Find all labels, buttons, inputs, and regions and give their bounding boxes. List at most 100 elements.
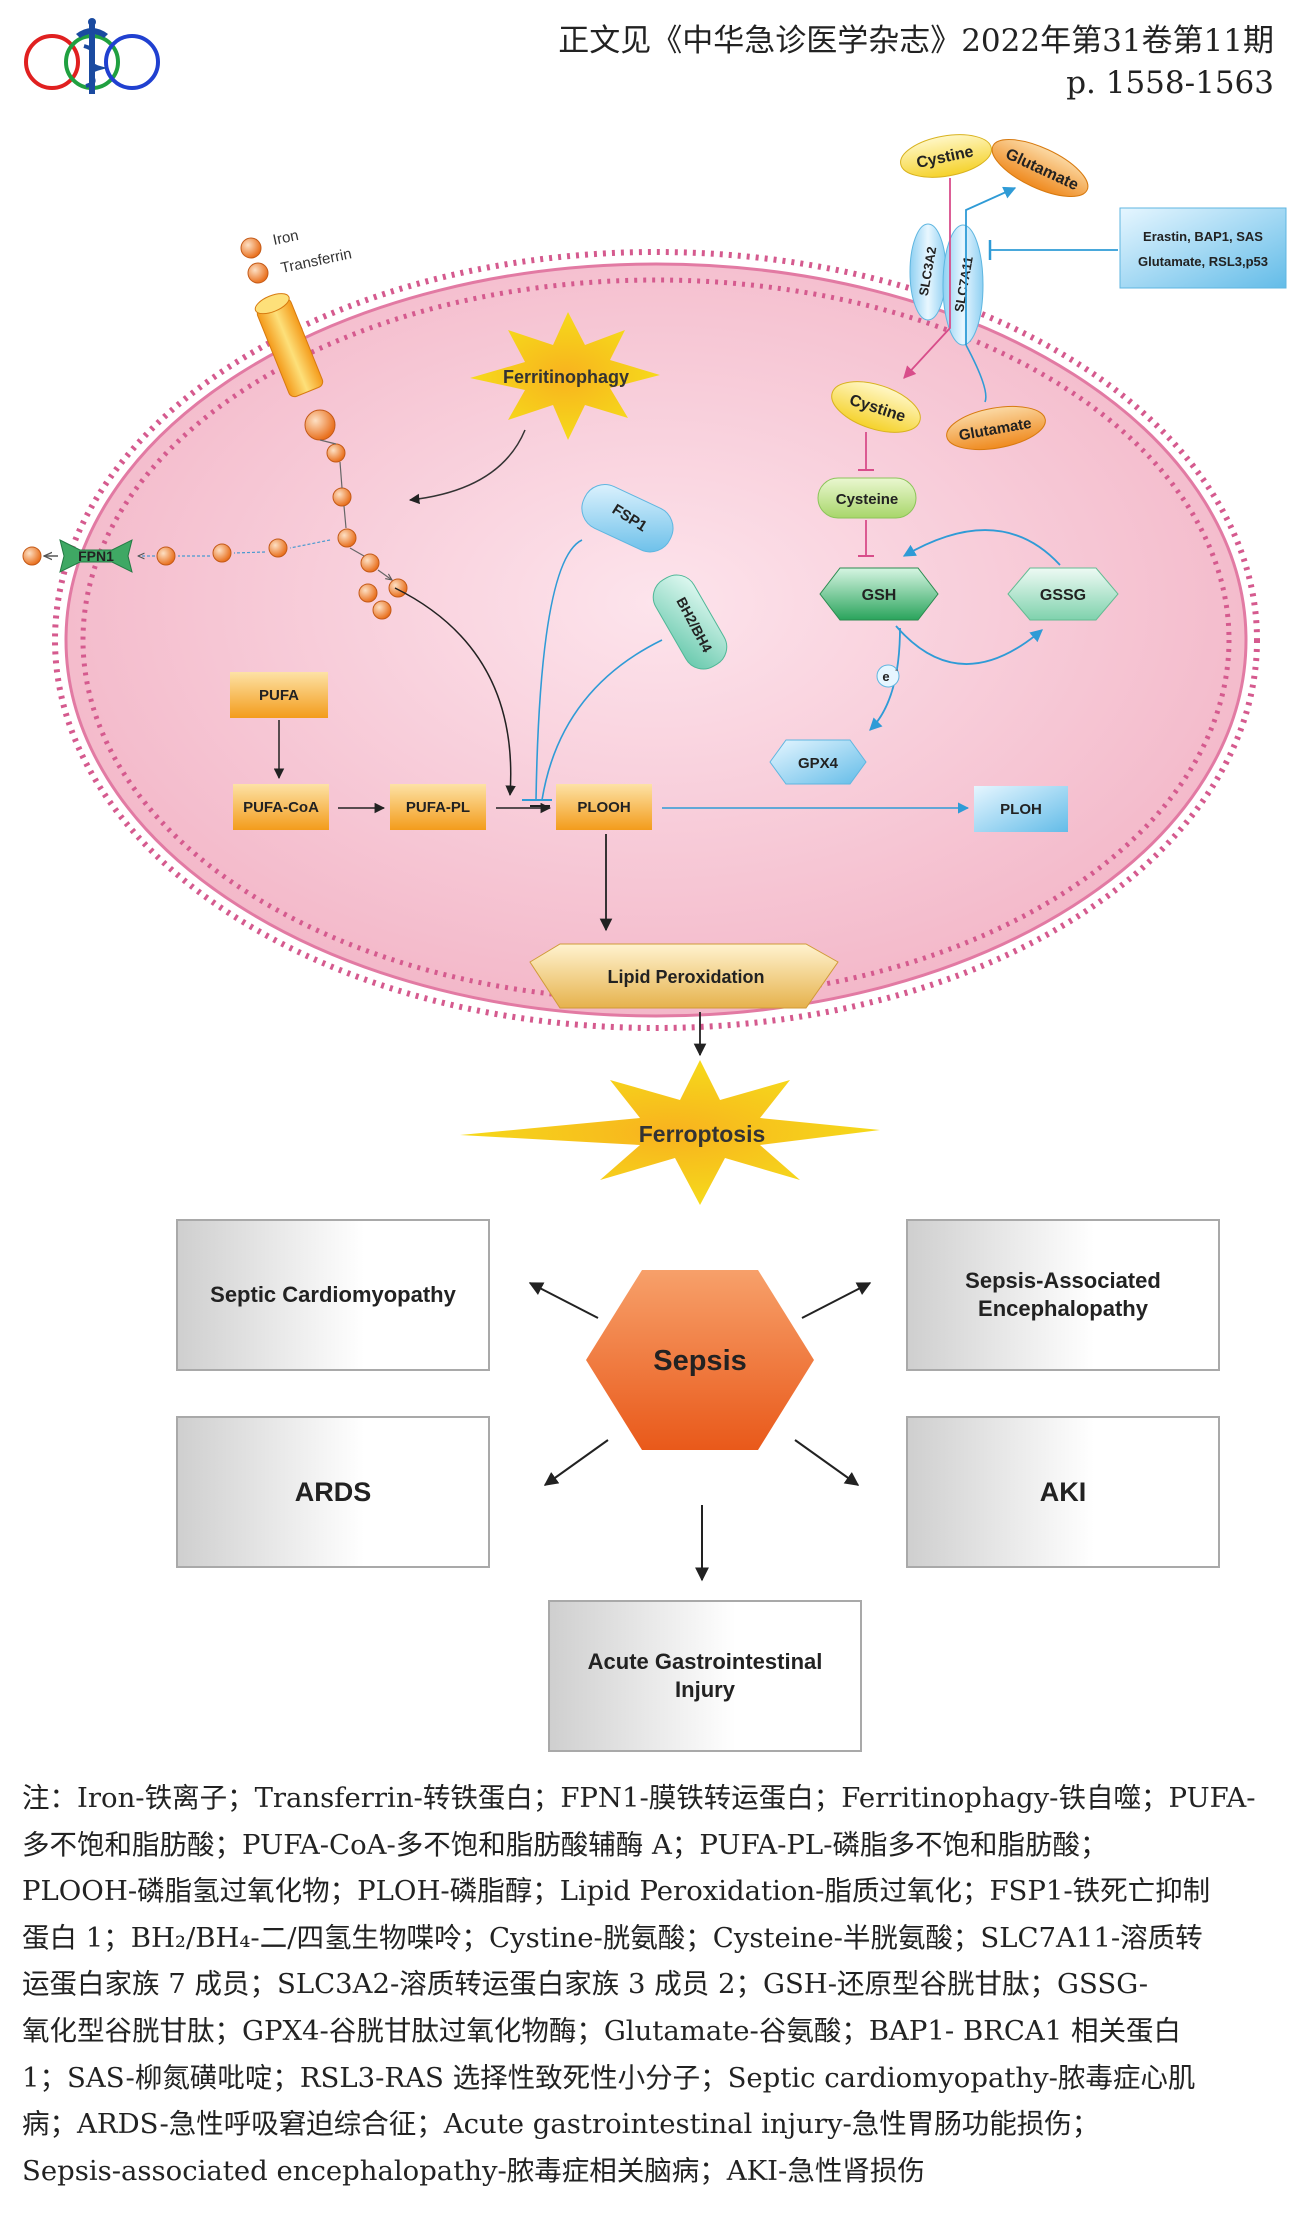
iron-ball	[372, 600, 392, 620]
cystine-out-shape	[900, 134, 992, 178]
cell-body	[64, 262, 1248, 1018]
ploh-box	[974, 786, 1068, 832]
iron-export-path	[138, 539, 331, 556]
cysteine-label: Cysteine	[836, 491, 899, 508]
sepsis-associated-encephalopathy-box: Sepsis-Associated Encephalopathy	[906, 1219, 1220, 1371]
iron-ball	[304, 409, 336, 441]
transferrin-label: Transferrin	[279, 245, 353, 277]
journal-header: 正文见《中华急诊医学杂志》2022年第31卷第11期 p. 1558-1563	[558, 20, 1274, 104]
bh2-bh4-shape	[652, 574, 728, 670]
note-line: 1；SAS-柳氮磺吡啶；RSL3-RAS 选择性致死性小分子；Septic ca…	[22, 2061, 1196, 2094]
electron-shape	[876, 664, 900, 688]
inhibitors-line2: Glutamate, RSL3,p53	[1138, 254, 1268, 269]
iron-ball	[247, 262, 269, 284]
iron-ball	[156, 546, 176, 566]
iron-ball	[326, 443, 346, 463]
fpn1-transporter: FPN1	[59, 539, 133, 573]
iron-ball	[358, 583, 378, 603]
fpn1-label: FPN1	[78, 548, 114, 564]
cysteine-shape	[817, 477, 917, 519]
glutamate-export-arrow	[965, 186, 1017, 345]
gssg-label: GSSG	[1040, 587, 1086, 604]
agi-label-line1: Acute Gastrointestinal	[587, 1649, 823, 1674]
slc7a11-shape	[942, 224, 984, 346]
sae-label-line1: Sepsis-Associated	[965, 1268, 1161, 1293]
ards-label: ARDS	[294, 1476, 372, 1507]
pufa-pl-box	[390, 784, 486, 830]
fsp1-inhibit-line	[535, 539, 583, 801]
septic-cardiomyopathy-label: Septic Cardiomyopathy	[210, 1282, 456, 1307]
arrow-to-aki	[794, 1439, 860, 1486]
note-line: Sepsis-associated encephalopathy-脓毒症相关脑病…	[22, 2154, 925, 2187]
iron-ball	[212, 543, 232, 563]
gsh-shape	[819, 567, 939, 621]
electron-sup: -	[895, 665, 898, 676]
ferritinophagy-star	[470, 312, 660, 440]
glutamate-out-shape	[991, 139, 1089, 197]
iron-ball	[332, 487, 352, 507]
arrow-to-sae	[801, 1282, 872, 1319]
fsp1-shape	[581, 484, 674, 553]
lipid-peroxidation-shape	[529, 943, 839, 1009]
journal-citation: 正文见《中华急诊医学杂志》2022年第31卷第11期	[558, 23, 1274, 59]
ferroptosis-sepsis-diagram: Iron Transferrin FPN1 Ferritinophagy FSP…	[22, 134, 1287, 1582]
cystine-import-arrow	[903, 178, 951, 379]
journal-logo	[24, 18, 160, 94]
sepsis-hexagon	[586, 1270, 814, 1450]
gssg-to-gsh-arrow	[902, 529, 1061, 566]
iron-ball	[388, 578, 408, 598]
inhibitors-line1: Erastin, BAP1, SAS	[1143, 229, 1263, 244]
sae-label-line2: Encephalopathy	[978, 1296, 1148, 1321]
septic-cardiomyopathy-box: Septic Cardiomyopathy	[176, 1219, 490, 1371]
transferrin-receptor	[254, 293, 324, 398]
note-line: PLOOH-磷脂氢过氧化物；PLOH-磷脂醇；Lipid Peroxidatio…	[22, 1875, 1211, 1908]
inhibitors-box	[1119, 207, 1287, 289]
ploh-label: PLOH	[1000, 801, 1042, 818]
sepsis-label: Sepsis	[653, 1345, 747, 1377]
iron-ball	[240, 237, 262, 259]
arrow-to-cardiomyopathy	[528, 1282, 599, 1319]
plooh-box	[556, 784, 652, 830]
aki-label: AKI	[1039, 1476, 1087, 1507]
pufa-label: PUFA	[259, 687, 299, 704]
iron-ball	[360, 553, 380, 573]
ferritinophagy-arrow	[408, 429, 526, 505]
ferritinophagy-label: Ferritinophagy	[503, 367, 629, 387]
gpx4-label: GPX4	[798, 755, 839, 772]
lipid-peroxidation-label: Lipid Peroxidation	[607, 967, 764, 987]
arrow-to-ards	[543, 1439, 609, 1486]
plooh-label: PLOOH	[577, 799, 630, 816]
gsh-to-gssg-arrow	[895, 625, 1043, 665]
pufa-coa-box	[233, 784, 329, 830]
note-line: 蛋白 1；BH₂/BH₄-二/四氢生物喋呤；Cystine-胱氨酸；Cystei…	[22, 1921, 1203, 1954]
note-line: 运蛋白家族 7 成员；SLC3A2-溶质转运蛋白家族 3 成员 2；GSH-还原…	[22, 1968, 1148, 2001]
iron-label: Iron	[271, 227, 300, 249]
iron-ball	[337, 528, 357, 548]
gpx4-shape	[769, 739, 867, 785]
glutamate-in-shape	[946, 405, 1046, 451]
iron-to-pufa-pl-arrow	[394, 587, 516, 797]
iron-ball	[268, 538, 288, 558]
ferroptosis-label: Ferroptosis	[639, 1121, 766, 1147]
gsh-label: GSH	[862, 587, 897, 604]
glutamate-in-line	[965, 344, 987, 403]
electron-label: e	[882, 669, 889, 684]
note-line: 病；ARDS-急性呼吸窘迫综合征；Acute gastrointestinal …	[22, 2108, 1100, 2141]
iron-ball	[22, 546, 42, 566]
cell-membrane-inner	[80, 277, 1232, 1003]
iron-path	[319, 439, 392, 580]
ferroptosis-star	[460, 1060, 880, 1205]
cell-membrane-outer	[52, 249, 1260, 1031]
pufa-pl-label: PUFA-PL	[406, 799, 470, 816]
ards-box: ARDS	[176, 1416, 490, 1568]
bh4-inhibit-line	[541, 639, 663, 801]
note-line: 多不饱和脂肪酸；PUFA-CoA-多不饱和脂肪酸辅酶 A；PUFA-PL-磷脂多…	[22, 1828, 1108, 1861]
gsh-to-gpx4-arrow	[869, 627, 901, 731]
pufa-coa-label: PUFA-CoA	[243, 799, 319, 816]
figure-note: 注：Iron-铁离子；Transferrin-转铁蛋白；FPN1-膜铁转运蛋白；…	[22, 1775, 1292, 2194]
aki-box: AKI	[906, 1416, 1220, 1568]
acute-gastrointestinal-injury-box: Acute Gastrointestinal Injury	[548, 1600, 862, 1752]
note-line: 注：Iron-铁离子；Transferrin-转铁蛋白；FPN1-膜铁转运蛋白；…	[22, 1782, 1256, 1814]
gssg-shape	[1007, 567, 1119, 621]
agi-label-line2: Injury	[675, 1677, 735, 1702]
